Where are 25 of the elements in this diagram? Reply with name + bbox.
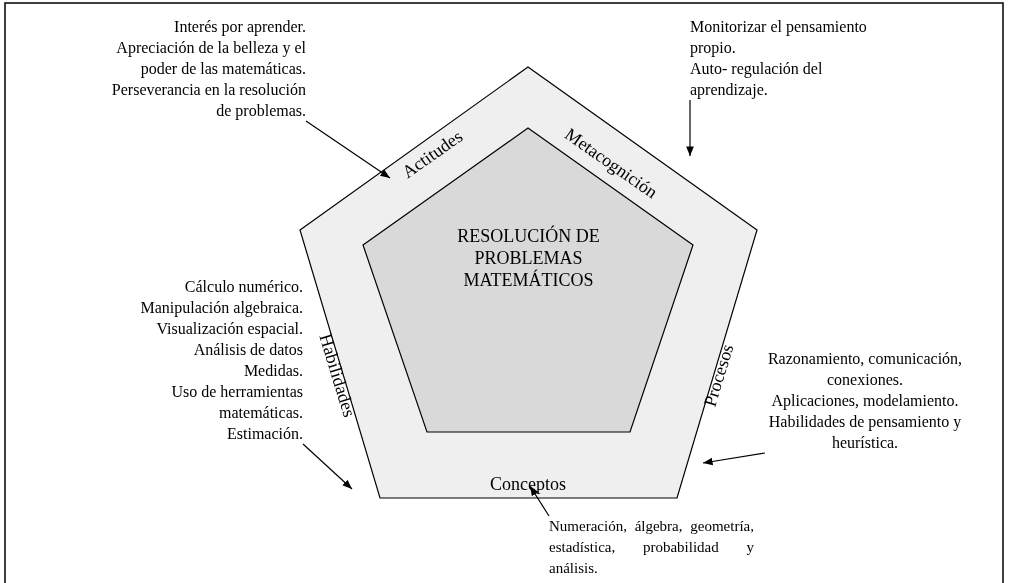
description-text: Habilidades de pensamiento y heurística.	[767, 412, 963, 453]
description-text: Medidas.	[242, 361, 303, 381]
description-text: Visualización espacial.	[155, 319, 303, 339]
description-text: Uso de herramientas matemáticas.	[170, 382, 303, 423]
description-text: Auto- regulación del aprendizaje.	[690, 59, 824, 100]
category-label: Conceptos	[490, 474, 566, 495]
category-label: Procesos	[699, 341, 739, 410]
description-text: Perseverancia en la resolución de problemas.	[110, 80, 306, 121]
description-text: Manipulación algebraica.	[139, 298, 303, 318]
description-text: Análisis de datos	[192, 340, 303, 360]
arrow	[529, 485, 550, 517]
arrow	[302, 443, 353, 490]
center-title: RESOLUCIÓN DE PROBLEMAS MATEMÁTICOS	[456, 225, 601, 291]
description-text: Estimación.	[226, 424, 303, 444]
arrow	[702, 452, 766, 466]
arrow	[305, 120, 391, 179]
inner-pentagon	[362, 127, 695, 434]
description-text: Interés por aprender.	[173, 17, 306, 37]
description-text: Numeración, álgebra, geometría, estadística, probabilidad y análisis.	[549, 517, 754, 578]
description-text: Monitorizar el pensamiento propio.	[690, 17, 868, 58]
description-text: Cálculo numérico.	[183, 277, 303, 297]
arrow	[686, 99, 694, 157]
description-text: Apreciación de la belleza y el poder de las matemáticas.	[115, 38, 306, 79]
description-text: Aplicaciones, modelamiento.	[770, 391, 960, 411]
description-text: Razonamiento, comunicación, conexiones.	[766, 349, 964, 390]
